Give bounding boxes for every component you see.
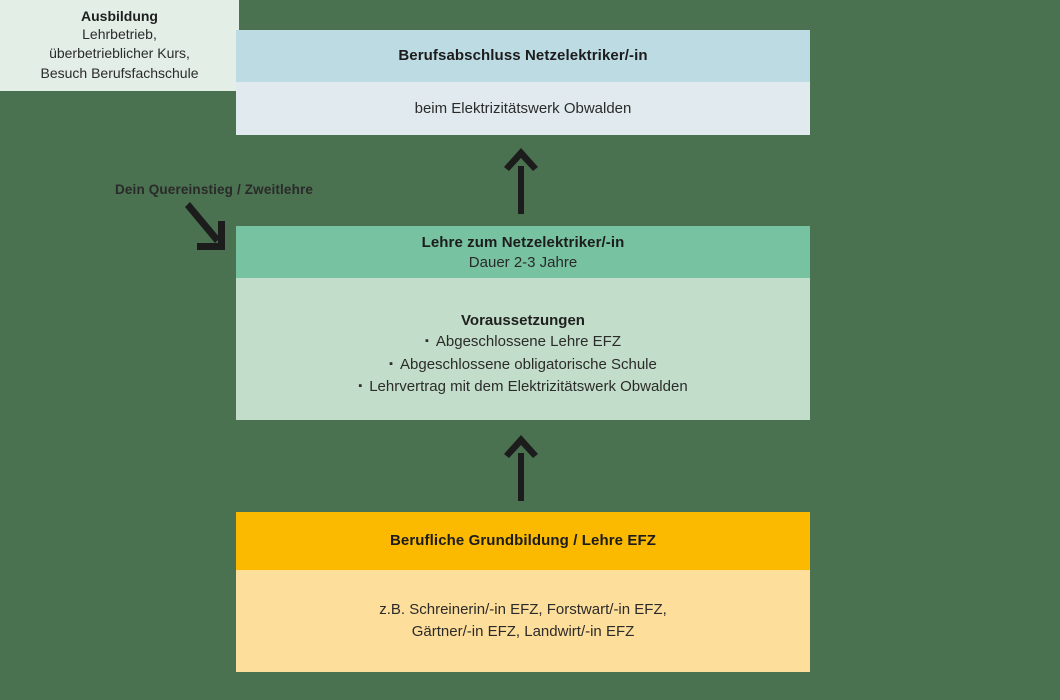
node-berufliche-grundbildung-title: Berufliche Grundbildung / Lehre EFZ: [389, 532, 656, 550]
node-berufsabschluss-subtitle: beim Elektrizitätswerk Obwalden: [414, 100, 632, 117]
side-card-ausbildung-line: überbetrieblicher Kurs,: [49, 45, 190, 62]
side-card-ausbildung: Ausbildung Lehrbetrieb, überbetriebliche…: [0, 0, 239, 91]
annotation-quereinstieg-label: Dein Quereinstieg / Zweitlehre: [115, 182, 314, 197]
side-card-ausbildung-line: Lehrbetrieb,: [82, 26, 157, 43]
side-card-ausbildung-line: Besuch Berufsfachschule: [40, 64, 199, 81]
node-berufsabschluss-title: Berufsabschluss Netzelektriker/-in: [398, 47, 648, 65]
requirements-list: Abgeschlossene Lehre EFZ Abgeschlossene …: [358, 331, 687, 399]
example-line: z.B. Schreinerin/-in EFZ, Forstwart/-in …: [379, 600, 667, 618]
node-berufsabschluss-body: beim Elektrizitätswerk Obwalden: [236, 82, 810, 135]
list-item: Abgeschlossene obligatorische Schule: [358, 354, 687, 377]
list-item: Lehrvertrag mit dem Elektrizitätswerk Ob…: [358, 376, 687, 399]
node-lehre-header: Lehre zum Netzelektriker/-in Dauer 2-3 J…: [236, 226, 810, 278]
node-berufliche-grundbildung-body: z.B. Schreinerin/-in EFZ, Forstwart/-in …: [236, 570, 810, 672]
arrow-up-icon-lehre-to-abschluss: [504, 148, 538, 214]
side-card-ausbildung-title: Ausbildung: [81, 8, 158, 25]
example-line: Gärtner/-in EFZ, Landwirt/-in EFZ: [411, 623, 635, 640]
node-berufsabschluss: Berufsabschluss Netzelektriker/-in beim …: [236, 30, 810, 135]
arrow-up-icon-grundbildung-to-lehre: [504, 435, 538, 501]
diagonal-arrow-down-right-icon: [184, 198, 240, 258]
node-lehre-title: Lehre zum Netzelektriker/-in: [421, 234, 625, 252]
node-lehre-body: Voraussetzungen Abgeschlossene Lehre EFZ…: [236, 278, 810, 420]
node-berufliche-grundbildung-header: Berufliche Grundbildung / Lehre EFZ: [236, 512, 810, 570]
node-berufsabschluss-header: Berufsabschluss Netzelektriker/-in: [236, 30, 810, 82]
node-lehre: Lehre zum Netzelektriker/-in Dauer 2-3 J…: [236, 226, 810, 420]
node-berufliche-grundbildung: Berufliche Grundbildung / Lehre EFZ z.B.…: [236, 512, 810, 672]
node-lehre-subtitle: Dauer 2-3 Jahre: [468, 253, 578, 271]
list-item: Abgeschlossene Lehre EFZ: [358, 331, 687, 354]
requirements-title: Voraussetzungen: [461, 312, 585, 329]
